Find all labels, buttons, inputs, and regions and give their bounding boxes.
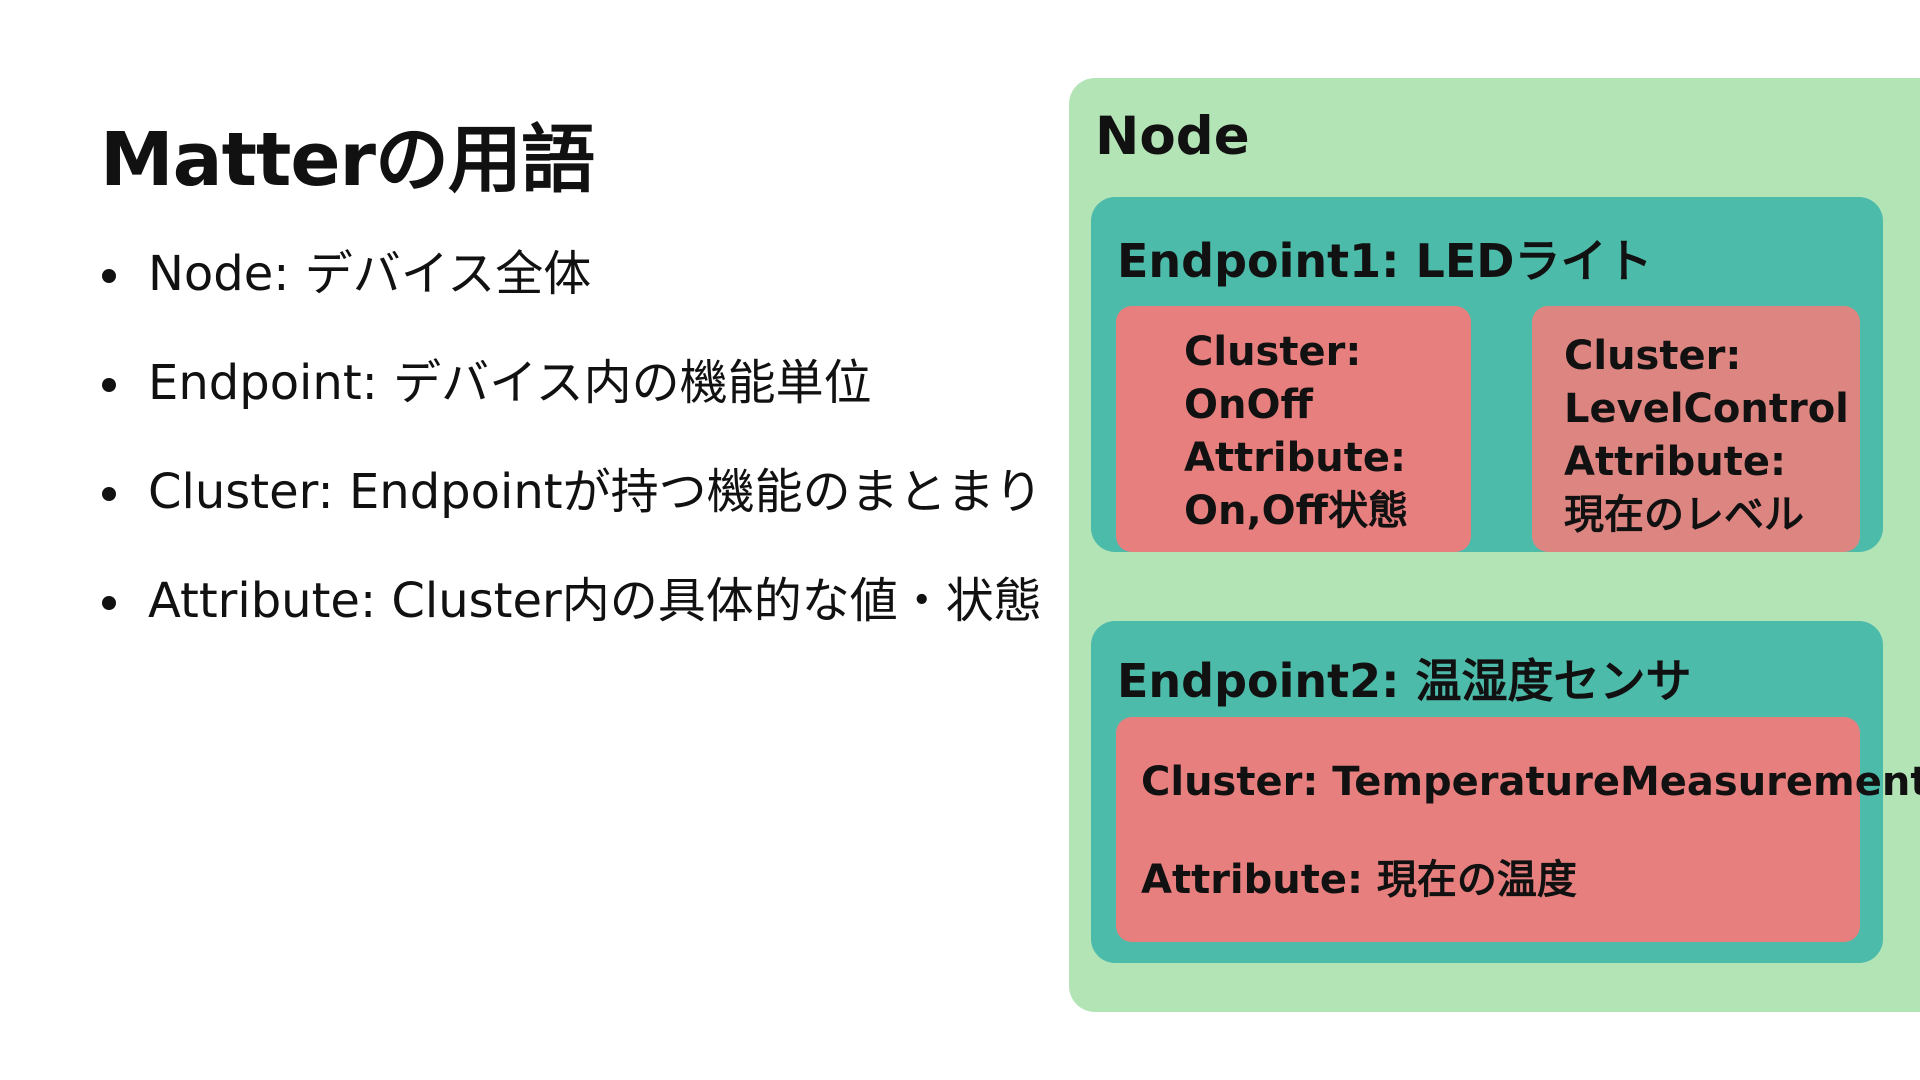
cluster-level-line1: Cluster: [1564, 333, 1742, 379]
cluster-onoff-line3: Attribute: [1184, 435, 1406, 481]
cluster-levelcontrol-text: Cluster: LevelControl Attribute: 現在のレベル [1564, 330, 1849, 542]
cluster-temperature-box: Cluster: TemperatureMeasurement Attribut… [1116, 717, 1920, 942]
cluster-level-line4: 現在のレベル [1564, 492, 1804, 538]
cluster-level-line2: LevelControl [1564, 386, 1849, 432]
endpoint2-label: Endpoint2: 温湿度センサ [1117, 654, 1692, 708]
cluster-onoff-text: Cluster: OnOff Attribute: On,Off状態 [1184, 326, 1408, 538]
cluster-temperature-attribute: Attribute: 現在の温度 [1141, 857, 1577, 903]
cluster-level-line3: Attribute: [1564, 439, 1786, 485]
bullet-dot-icon [102, 269, 116, 283]
cluster-onoff-line4: On,Off状態 [1184, 488, 1409, 534]
slide-title: Matterの用語 [100, 117, 595, 203]
bullet-dot-icon [102, 378, 116, 392]
bullet-node: Node: デバイス全体 [100, 232, 1043, 341]
bullet-attribute: Attribute: Cluster内の具体的な値・状態 [100, 559, 1043, 668]
bullet-dot-icon [102, 596, 116, 610]
bullet-text: Attribute: Cluster内の具体的な値・状態 [148, 573, 1042, 629]
endpoint2-box: Endpoint2: 温湿度センサ Cluster: TemperatureMe… [1091, 621, 1920, 963]
bullet-endpoint: Endpoint: デバイス内の機能単位 [100, 341, 1043, 450]
cluster-onoff-line1: Cluster: [1184, 329, 1362, 375]
bullet-cluster: Cluster: Endpointが持つ機能のまとまり [100, 450, 1043, 559]
cluster-onoff-box: Cluster: OnOff Attribute: On,Off状態 [1116, 306, 1471, 552]
cluster-onoff-line2: OnOff [1184, 382, 1313, 428]
terminology-list: Node: デバイス全体 Endpoint: デバイス内の機能単位 Cluste… [100, 232, 1043, 668]
bullet-text: Node: デバイス全体 [148, 246, 592, 302]
endpoint1-label: Endpoint1: LEDライト [1117, 234, 1653, 288]
endpoint1-box: Endpoint1: LEDライト Cluster: OnOff Attribu… [1091, 197, 1883, 552]
node-label: Node [1095, 106, 1250, 167]
cluster-temperature-name: Cluster: TemperatureMeasurement [1141, 759, 1920, 805]
node-box: Node Endpoint1: LEDライト Cluster: OnOff At… [1069, 78, 1920, 1012]
bullet-text: Endpoint: デバイス内の機能単位 [148, 355, 872, 411]
cluster-levelcontrol-box: Cluster: LevelControl Attribute: 現在のレベル [1532, 306, 1860, 552]
bullet-text: Cluster: Endpointが持つ機能のまとまり [148, 464, 1043, 520]
bullet-dot-icon [102, 487, 116, 501]
